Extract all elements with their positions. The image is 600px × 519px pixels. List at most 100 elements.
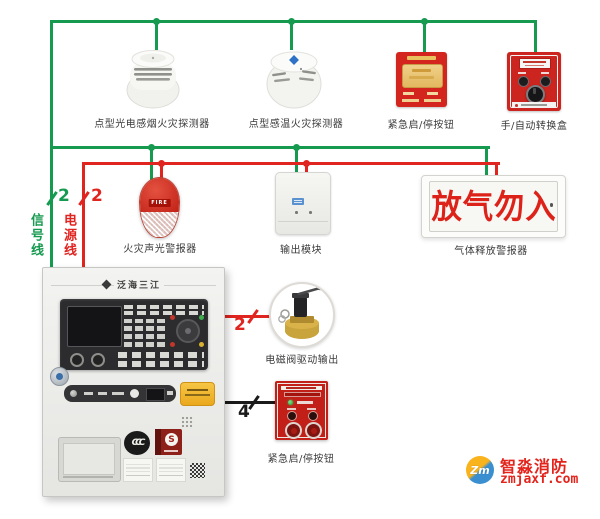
start-button [287, 411, 297, 421]
start-label [403, 92, 414, 95]
signal-drop-manual-auto-box [534, 20, 537, 54]
indicator-row [118, 361, 204, 367]
control-panel: 泛海三江 [42, 267, 225, 497]
sound-strobe-caption: 火灾声光警报器 [123, 244, 197, 255]
keypad [124, 319, 165, 347]
junction-dot [153, 18, 160, 25]
power-drop-strobe [160, 162, 163, 180]
ccc-mark: CCC [124, 431, 150, 455]
module-label [292, 198, 304, 205]
manual-auto-box-caption: 手/自动转换盒 [500, 121, 568, 132]
s-mark: S [165, 433, 178, 446]
speaker-grille [181, 416, 194, 427]
solenoid-valve-image [278, 285, 323, 339]
title-strip [281, 386, 322, 390]
watermark-site: zmjaxf.com [500, 472, 579, 487]
spec-label [123, 458, 153, 482]
inner-frame [277, 383, 326, 438]
junction-dot [421, 18, 428, 25]
auto-knob [540, 76, 551, 87]
smoke-detector-caption: 点型光电感烟火灾探测器 [94, 119, 210, 130]
signal-wire-row2-horizontal [50, 146, 490, 149]
power-led [288, 400, 293, 405]
sign-panel: 放气勿入 [429, 181, 558, 232]
emergency-wire-count: 4 [238, 402, 250, 422]
manual-knob [518, 76, 529, 87]
signal-drop-smoke-detector [155, 20, 158, 50]
brand-plate: 泛海三江 [43, 278, 224, 291]
sound-strobe: FIRE [139, 177, 180, 238]
nav-pad [176, 319, 200, 343]
emergency-button-bottom-caption: 紧急启/停按钮 [267, 454, 335, 465]
power-wire-horizontal [82, 162, 500, 165]
red-key [170, 315, 175, 320]
strobe-body [140, 178, 179, 214]
junction-dot [148, 144, 155, 151]
brand-name: 泛海三江 [113, 278, 164, 291]
stop-button [308, 411, 318, 421]
sign-text: 放气勿入 [430, 187, 557, 226]
fire-label: FIRE [148, 198, 171, 207]
key-lock [50, 367, 69, 386]
smoke-detector [126, 46, 180, 110]
panel-knob [91, 353, 105, 367]
emergency-button-top [396, 52, 447, 107]
heat-detector-image [266, 51, 322, 109]
signal-drop-output-module [295, 146, 298, 175]
junction-dot [158, 160, 165, 167]
manual-auto-box [507, 52, 561, 111]
junction-dot [288, 18, 295, 25]
power-wire-count: 2 [91, 186, 103, 206]
logo-monogram: Zm [470, 463, 490, 477]
power-line-label: 电源线 [61, 213, 76, 258]
solenoid-output-wire [222, 315, 271, 318]
bottom-plate [512, 102, 556, 108]
signal-wire-count: 2 [58, 186, 70, 206]
strip-button [130, 389, 139, 398]
output-module [275, 172, 331, 235]
strobe-lens [140, 212, 179, 237]
red-key [170, 342, 175, 347]
heat-detector-caption: 点型感温火灾探测器 [248, 119, 344, 130]
heat-detector [266, 47, 322, 109]
strip-key-switch [70, 390, 77, 397]
gas-release-sign: 放气勿入 [421, 175, 566, 238]
function-key-row [124, 305, 204, 309]
spec-label [156, 458, 186, 482]
yellow-key [199, 342, 204, 347]
solenoid-valve-caption: 电磁阀驱动输出 [265, 355, 339, 366]
brand-diamond-icon [101, 279, 112, 290]
emergency-button-top-caption: 紧急启/停按钮 [387, 120, 455, 131]
solenoid-valve [269, 282, 335, 348]
printer [58, 437, 121, 482]
stop-label [427, 92, 438, 95]
start-pushbutton [285, 422, 302, 439]
lcd-screen [67, 306, 122, 347]
stop-pushbutton [305, 422, 322, 439]
power-wire-vertical [82, 162, 85, 270]
signal-wire-left-vertical [50, 20, 53, 270]
title-plate [519, 58, 551, 69]
button-title-bar [407, 56, 436, 60]
power-drop-output-module [305, 162, 308, 175]
strip-display [146, 388, 165, 401]
console [60, 299, 208, 370]
junction-dot [293, 144, 300, 151]
smoke-detector-image [126, 50, 180, 109]
solenoid-wire-count: 2 [234, 315, 246, 335]
signal-line-label: 信号线 [28, 213, 43, 258]
panel-knob [70, 353, 84, 367]
watermark-brand: 智淼消防 [500, 457, 569, 476]
sign-screw [549, 203, 553, 207]
power-drop-gas-sign [495, 162, 498, 178]
green-key [199, 315, 204, 320]
qr-code [190, 463, 205, 478]
gas-release-sign-caption: 气体释放警报器 [454, 246, 528, 257]
emergency-button-bottom [275, 381, 328, 440]
signal-drop-emergency-top [423, 20, 426, 54]
s-certification-badge: S [155, 429, 182, 455]
warning-flap [180, 382, 215, 406]
watermark: Zm 智淼消防 zmjaxf.com [466, 450, 596, 492]
indicator-row [118, 352, 204, 358]
